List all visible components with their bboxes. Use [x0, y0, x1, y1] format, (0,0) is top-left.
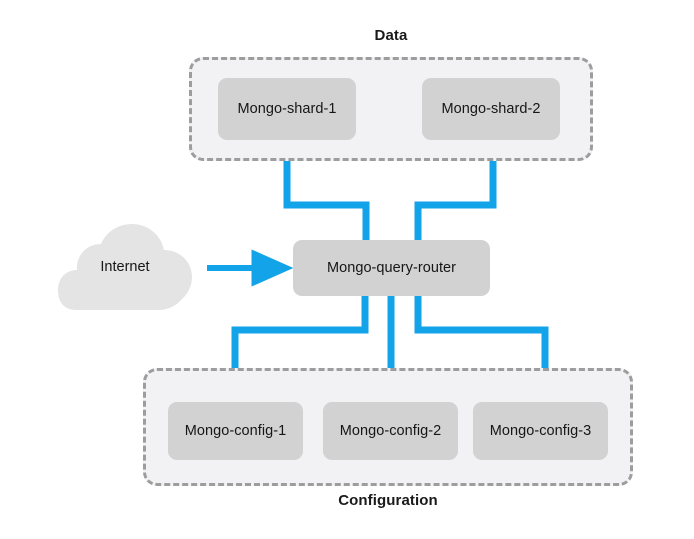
node-label: Mongo-shard-1	[237, 101, 337, 117]
group-label-configuration: Configuration	[338, 492, 438, 509]
cloud-internet[interactable]: Internet	[58, 222, 213, 314]
node-label: Mongo-config-1	[184, 423, 287, 439]
node-mongo-config-3[interactable]: Mongo-config-3	[473, 402, 608, 460]
node-mongo-config-2[interactable]: Mongo-config-2	[323, 402, 458, 460]
node-label: Mongo-config-3	[489, 423, 592, 439]
node-label: Mongo-config-2	[339, 423, 442, 439]
node-mongo-config-1[interactable]: Mongo-config-1	[168, 402, 303, 460]
node-mongo-query-router[interactable]: Mongo-query-router	[293, 240, 490, 296]
node-mongo-shard-2[interactable]: Mongo-shard-2	[422, 78, 560, 140]
node-mongo-shard-1[interactable]: Mongo-shard-1	[218, 78, 356, 140]
group-label-data: Data	[374, 27, 408, 44]
cloud-icon	[58, 224, 192, 310]
node-label: Mongo-query-router	[326, 260, 457, 276]
node-label: Mongo-shard-2	[441, 101, 541, 117]
cloud-label: Internet	[100, 259, 150, 275]
